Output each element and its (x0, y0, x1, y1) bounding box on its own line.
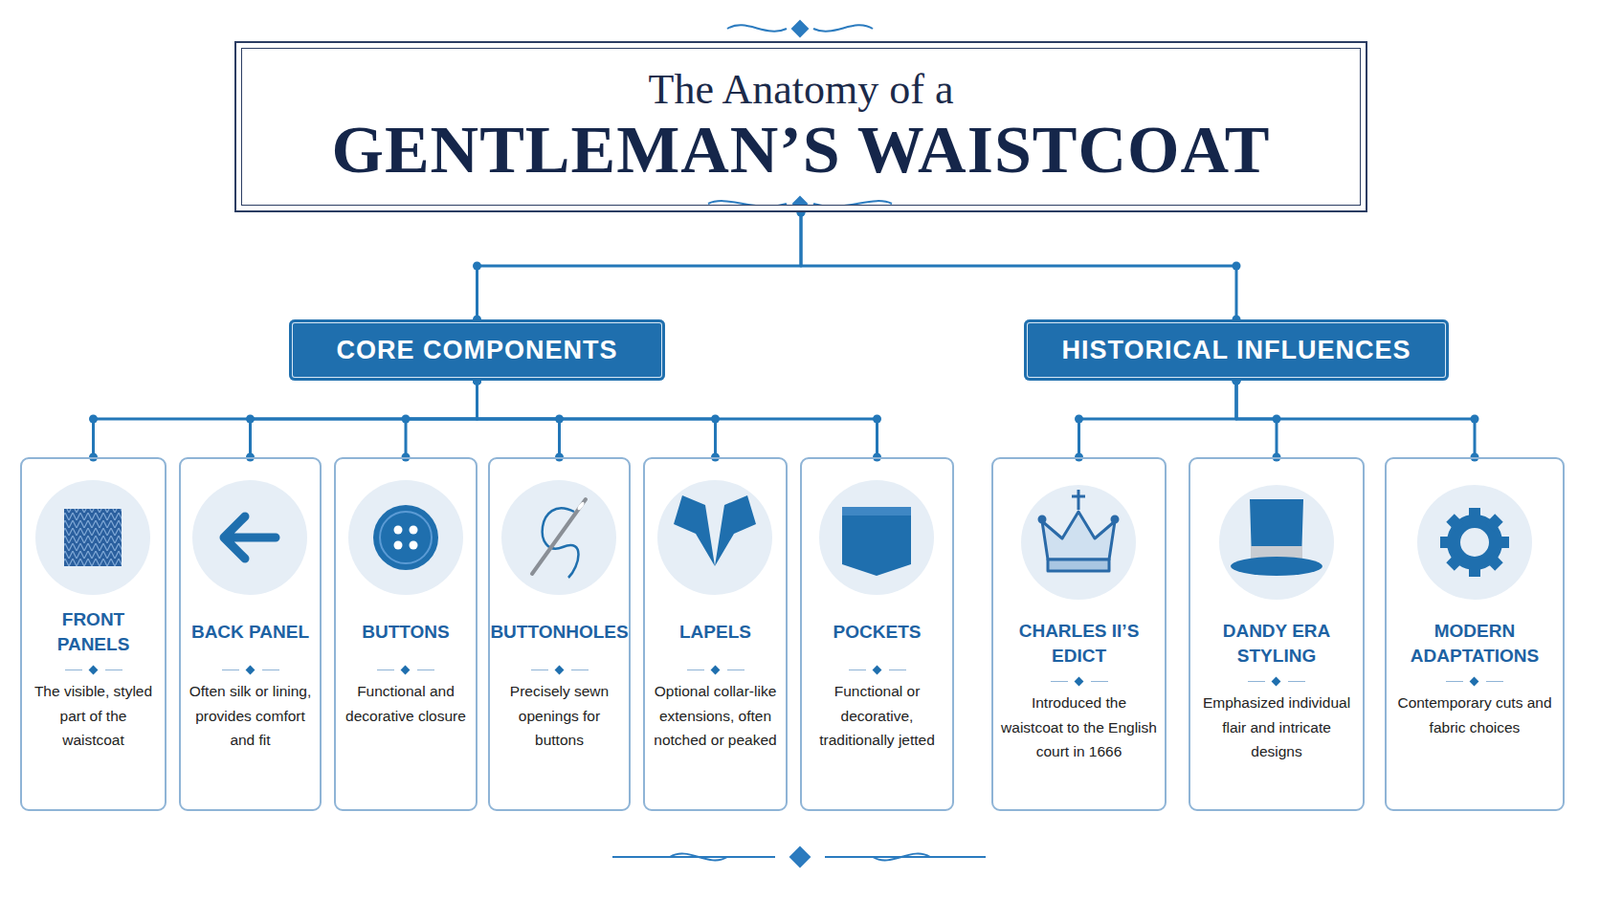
divider-line (417, 669, 435, 671)
component-card: MODERN ADAPTATIONS Contemporary cuts and … (1384, 457, 1565, 812)
button-icon (373, 505, 439, 571)
diamond-divider (1247, 673, 1306, 691)
title-line: The Anatomy of a (648, 66, 955, 113)
divider-line (1090, 681, 1109, 683)
component-card: BUTTONS Functional and decorative closure (333, 457, 478, 812)
component-card: POCKETS Functional or decorative, traditi… (800, 457, 955, 812)
card-body: Emphasized individual flair and intricat… (1198, 690, 1356, 765)
category-banner: CORE COMPONENTS (288, 319, 666, 381)
component-card: DANDY ERA STYLING Emphasized individual f… (1188, 457, 1365, 812)
top-hat-icon (1230, 499, 1323, 577)
card-body: Functional or decorative, traditionally … (809, 679, 945, 754)
divider-diamond (871, 666, 882, 676)
icon-circles (35, 480, 1533, 600)
card-body: The visible, styled part of the waistcoa… (29, 679, 157, 754)
tree-connector (250, 380, 478, 458)
joint-dot (1470, 415, 1480, 424)
card-heading: CHARLES II’S EDICT (1000, 614, 1157, 674)
gear-icon (1440, 508, 1510, 578)
component-card: FRONT PANELS The visible, styled part of … (20, 457, 167, 812)
title-main: GENTLEMAN’S WAISTCOAT (331, 112, 1270, 187)
diamond-divider (848, 662, 907, 680)
card-heading: BUTTONS (361, 602, 449, 663)
joint-dot (797, 208, 806, 218)
divider-line (105, 669, 123, 671)
joint-dot (472, 262, 482, 271)
card-body: Contemporary cuts and fabric choices (1394, 690, 1556, 740)
divider-diamond (1073, 677, 1084, 688)
component-card: BACK PANEL Often silk or lining, provides… (178, 457, 322, 812)
card-heading: BUTTONHOLES (489, 602, 628, 663)
divider-line (687, 669, 705, 671)
tree-connector (1079, 380, 1238, 458)
joint-dot (872, 415, 882, 424)
divider-line (1486, 681, 1504, 683)
divider-diamond (400, 666, 411, 676)
divider-diamond (88, 666, 98, 676)
banner-label: HISTORICAL INFLUENCES (1061, 335, 1411, 366)
divider-line (1288, 681, 1306, 683)
card-body: Often silk or lining, provides comfort a… (188, 679, 312, 754)
divider-line (65, 669, 83, 671)
divider-line (1445, 681, 1464, 683)
crown-icon (1039, 489, 1118, 572)
card-body: Precisely sewn openings for buttons (497, 679, 622, 754)
diamond-divider (531, 662, 589, 680)
divider-diamond (1469, 677, 1480, 688)
divider-line (888, 669, 907, 671)
divider-line (571, 669, 589, 671)
card-heading: FRONT PANELS (29, 602, 157, 663)
tree-connector (405, 380, 478, 458)
divider-line (1247, 681, 1266, 683)
divider-diamond (554, 666, 564, 676)
card-heading: BACK PANEL (191, 602, 310, 663)
joint-dot (401, 415, 411, 424)
diamond-divider (65, 662, 123, 680)
component-card: LAPELS Optional collar-like extensions, o… (643, 457, 788, 812)
diamond-divider (687, 662, 745, 680)
title-frame: The Anatomy of aGENTLEMAN’S WAISTCOAT (234, 41, 1368, 213)
tree-connector (93, 380, 478, 458)
card-heading: MODERN ADAPTATIONS (1394, 614, 1556, 674)
arrow-icon (223, 516, 276, 559)
tree-connector (800, 212, 1237, 320)
component-card: CHARLES II’S EDICT Introduced the waistco… (991, 457, 1167, 812)
diamond-divider (1050, 673, 1109, 691)
divider-line (262, 669, 280, 671)
divider-diamond (1271, 677, 1282, 688)
fabric-swatch-icon (64, 509, 122, 567)
component-card: BUTTONHOLES Precisely sewn openings for b… (488, 457, 631, 812)
joint-dot (797, 208, 806, 218)
joint-dot (1232, 262, 1242, 271)
banner-label: CORE COMPONENTS (335, 335, 618, 366)
divider-line (222, 669, 240, 671)
card-heading: LAPELS (679, 602, 752, 663)
card-heading: POCKETS (833, 602, 922, 663)
joint-dot (1074, 415, 1084, 424)
joint-dot (245, 415, 255, 424)
diamond-divider (222, 662, 280, 680)
card-body: Optional collar-like extensions, often n… (652, 679, 778, 754)
divider-diamond (244, 666, 255, 676)
diamond-divider (377, 662, 435, 680)
card-body: Introduced the waistcoat to the English … (1000, 690, 1157, 765)
category-banner: HISTORICAL INFLUENCES (1023, 319, 1449, 381)
diamond-divider (1445, 673, 1504, 691)
pocket-icon (842, 507, 912, 577)
card-heading: DANDY ERA STYLING (1198, 614, 1356, 674)
divider-diamond (710, 666, 720, 676)
lapel-icon (673, 495, 756, 567)
divider-line (1050, 681, 1068, 683)
tree-connector (477, 380, 878, 458)
divider-line (727, 669, 745, 671)
needle-icon (532, 499, 586, 578)
tree-connector (1236, 380, 1475, 458)
divider-line (531, 669, 549, 671)
divider-line (377, 669, 395, 671)
joint-dot (88, 415, 98, 424)
tree-connector (477, 212, 802, 320)
divider-line (848, 669, 867, 671)
card-body: Functional and decorative closure (343, 679, 468, 729)
